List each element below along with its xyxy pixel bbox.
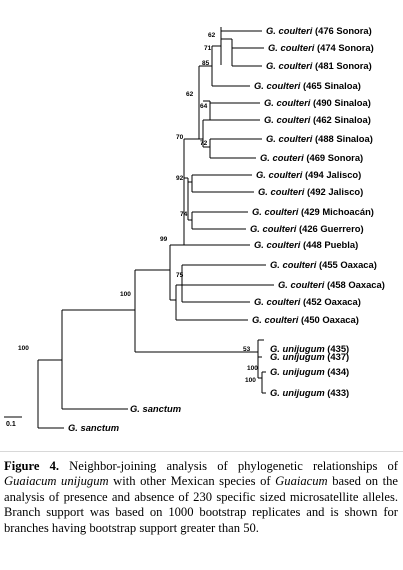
leaf-species: G. unijugum xyxy=(270,366,325,377)
leaf-label: G. coulteri (452 Oaxaca) xyxy=(254,296,361,307)
leaf-species: G. sanctum xyxy=(68,422,119,433)
leaf-species: G. coulteri xyxy=(266,25,313,36)
leaf-accession: (469 Sonora) xyxy=(304,152,363,163)
leaf-label: G. coulteri (474 Sonora) xyxy=(268,42,374,53)
species-name-1: Guaiacum unijugum xyxy=(4,474,109,489)
figure-label: Figure 4. xyxy=(4,459,60,473)
species-name-2: Guaiacum xyxy=(275,474,328,489)
leaf-species: G. coulteri xyxy=(250,223,297,234)
bootstrap-value: 62 xyxy=(208,32,216,39)
bootstrap-value: 74 xyxy=(180,211,188,218)
bootstrap-value: 100 xyxy=(247,365,258,372)
scale-bar-label: 0.1 xyxy=(6,421,16,428)
leaf-label: G. sanctum xyxy=(130,403,181,414)
leaf-accession: (429 Michoacán) xyxy=(298,206,374,217)
leaf-label: G. unijugum (433) xyxy=(270,387,349,398)
leaf-species: G. unijugum xyxy=(270,343,325,354)
bootstrap-value: 53 xyxy=(243,346,251,353)
leaf-label: G. couteri (469 Sonora) xyxy=(260,152,363,163)
leaf-species: G. coulteri xyxy=(254,239,301,250)
leaf-label: G. coulteri (458 Oaxaca) xyxy=(278,279,385,290)
leaf-label: G. unijugum (434) xyxy=(270,366,349,377)
leaf-species: G. coulteri xyxy=(264,114,311,125)
leaf-label: G. coulteri (492 Jalisco) xyxy=(258,186,363,197)
leaf-label: G. coulteri (481 Sonora) xyxy=(266,60,372,71)
leaf-species: G. coulteri xyxy=(254,80,301,91)
leaf-accession: (488 Sinaloa) xyxy=(312,133,372,144)
leaf-accession: (434) xyxy=(325,366,350,377)
leaf-species: G. coulteri xyxy=(258,186,305,197)
leaf-label: G. coulteri (429 Michoacán) xyxy=(252,206,374,217)
leaf-species: G. coulteri xyxy=(278,279,325,290)
phylogenetic-tree: G. coulteri (476 Sonora)G. coulteri (474… xyxy=(4,25,385,433)
leaf-species: G. coulteri xyxy=(252,314,299,325)
leaf-label: G. unijugum (435) xyxy=(270,343,349,354)
leaf-accession: (435) xyxy=(325,343,350,354)
leaf-label: G. coulteri (490 Sinaloa) xyxy=(264,97,371,108)
leaf-label: G. coulteri (448 Puebla) xyxy=(254,239,358,250)
leaf-accession: (437) xyxy=(325,351,350,362)
bootstrap-value: 62 xyxy=(186,91,194,98)
bootstrap-value: 70 xyxy=(176,134,184,141)
bootstrap-value: 100 xyxy=(120,291,131,298)
bootstrap-value: 71 xyxy=(204,45,212,52)
leaf-accession: (426 Guerrero) xyxy=(296,223,363,234)
leaf-species: G. coulteri xyxy=(266,133,313,144)
leaf-label: G. coulteri (465 Sinaloa) xyxy=(254,80,361,91)
leaf-labels: G. coulteri (476 Sonora)G. coulteri (474… xyxy=(68,25,385,433)
leaf-species: G. unijugum xyxy=(270,351,325,362)
leaf-accession: (494 Jalisco) xyxy=(302,169,361,180)
bootstrap-value: 85 xyxy=(202,60,210,67)
leaf-species: G. sanctum xyxy=(130,403,181,414)
bootstrap-value: 64 xyxy=(200,103,208,110)
leaf-species: G. coulteri xyxy=(266,60,313,71)
bootstrap-value: 100 xyxy=(18,345,29,352)
bootstrap-value: 92 xyxy=(176,175,184,182)
caption-text-2: with other Mexican species of xyxy=(108,474,276,489)
tree-branches xyxy=(4,27,274,429)
bootstrap-value: 72 xyxy=(200,140,208,147)
leaf-species: G. unijugum xyxy=(270,387,325,398)
leaf-accession: (476 Sonora) xyxy=(312,25,371,36)
leaf-accession: (492 Jalisco) xyxy=(304,186,363,197)
leaf-species: G. couteri xyxy=(260,152,304,163)
leaf-accession: (458 Oaxaca) xyxy=(324,279,384,290)
leaf-accession: (452 Oaxaca) xyxy=(300,296,360,307)
bootstrap-value: 100 xyxy=(245,377,256,384)
leaf-accession: (465 Sinaloa) xyxy=(300,80,360,91)
leaf-species: G. coulteri xyxy=(268,42,315,53)
figure-caption: Figure 4. Neighbor-joining analysis of p… xyxy=(4,459,398,536)
leaf-accession: (474 Sonora) xyxy=(314,42,373,53)
leaf-accession: (448 Puebla) xyxy=(300,239,358,250)
bootstrap-values: 62 71 85 62 64 72 70 92 74 99 75 100 100 53 100 100 xyxy=(18,32,258,384)
leaf-label: G. coulteri (426 Guerrero) xyxy=(250,223,364,234)
leaf-species: G. coulteri xyxy=(256,169,303,180)
caption-text-3: based on the analysis of presence and ab… xyxy=(4,474,398,535)
leaf-species: G. coulteri xyxy=(270,259,317,270)
leaf-label: G. coulteri (450 Oaxaca) xyxy=(252,314,359,325)
leaf-label: G. coulteri (488 Sinaloa) xyxy=(266,133,373,144)
caption-divider xyxy=(0,451,403,452)
caption-text-1: Neighbor-joining analysis of phylogeneti… xyxy=(59,459,398,473)
leaf-label: G. unijugum (437) xyxy=(270,351,349,362)
leaf-accession: (462 Sinaloa) xyxy=(310,114,370,125)
leaf-accession: (481 Sonora) xyxy=(312,60,371,71)
leaf-label: G. coulteri (455 Oaxaca) xyxy=(270,259,377,270)
leaf-accession: (455 Oaxaca) xyxy=(316,259,376,270)
leaf-accession: (490 Sinaloa) xyxy=(310,97,370,108)
leaf-label: G. coulteri (462 Sinaloa) xyxy=(264,114,371,125)
leaf-species: G. coulteri xyxy=(264,97,311,108)
leaf-species: G. coulteri xyxy=(254,296,301,307)
leaf-accession: (450 Oaxaca) xyxy=(298,314,358,325)
leaf-accession: (433) xyxy=(325,387,350,398)
leaf-species: G. coulteri xyxy=(252,206,299,217)
leaf-label: G. coulteri (476 Sonora) xyxy=(266,25,372,36)
bootstrap-value: 75 xyxy=(176,272,184,279)
leaf-label: G. sanctum xyxy=(68,422,119,433)
bootstrap-value: 99 xyxy=(160,236,168,243)
leaf-label: G. coulteri (494 Jalisco) xyxy=(256,169,361,180)
